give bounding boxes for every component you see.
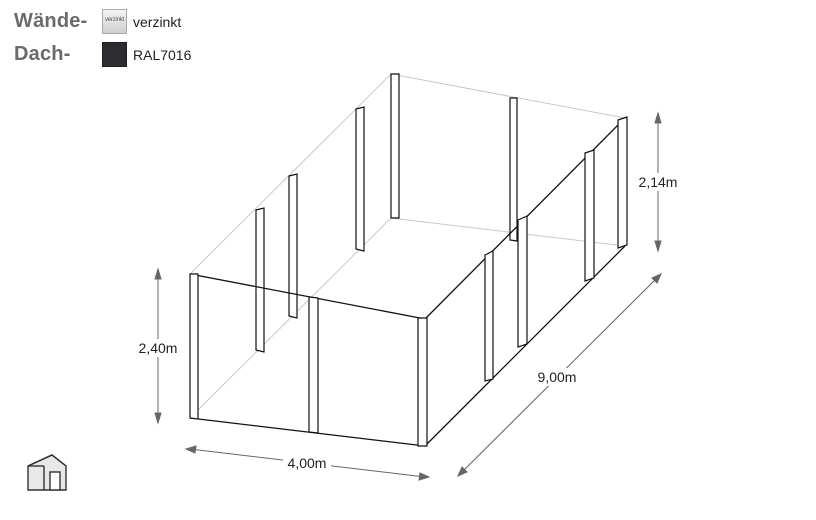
- post-front-left: [189, 273, 199, 420]
- dim-width: 4,00m: [288, 455, 327, 471]
- post-side-corner: [617, 116, 628, 249]
- front-posts: [189, 116, 628, 447]
- walls-color-swatch[interactable]: verzinkt: [102, 9, 127, 34]
- legend-roof-value: RAL7016: [133, 46, 192, 63]
- legend-walls-value: verzinkt: [133, 13, 182, 30]
- post-back-middle: [509, 97, 518, 242]
- guide-lines: [189, 73, 626, 419]
- front-frame: [189, 117, 626, 447]
- back-posts: [255, 73, 518, 353]
- post-front-middle: [308, 296, 319, 434]
- post-side-3: [584, 149, 595, 282]
- legend-roof-label: Dach-: [14, 43, 71, 65]
- walls-swatch-text: verzinkt: [104, 17, 125, 23]
- dim-length: 9,00m: [538, 369, 577, 385]
- post-back-left-1: [255, 207, 265, 353]
- legend-walls: Wände- verzinkt verzinkt: [14, 9, 181, 34]
- dimension-label-bg: [134, 173, 682, 472]
- legend-roof: Dach- RAL7016: [14, 42, 191, 67]
- legend-walls-label: Wände-: [14, 10, 88, 32]
- dim-height-back: 2,14m: [639, 174, 678, 190]
- roof-color-swatch[interactable]: [102, 42, 127, 67]
- post-front-right: [417, 317, 428, 447]
- post-back-left-3: [355, 106, 365, 252]
- post-back-left-2: [288, 173, 298, 319]
- post-side-2: [517, 215, 528, 348]
- post-back-corner: [390, 73, 400, 219]
- dim-height-front: 2,40m: [139, 340, 178, 356]
- post-side-1: [484, 250, 494, 382]
- house-icon[interactable]: [27, 454, 67, 491]
